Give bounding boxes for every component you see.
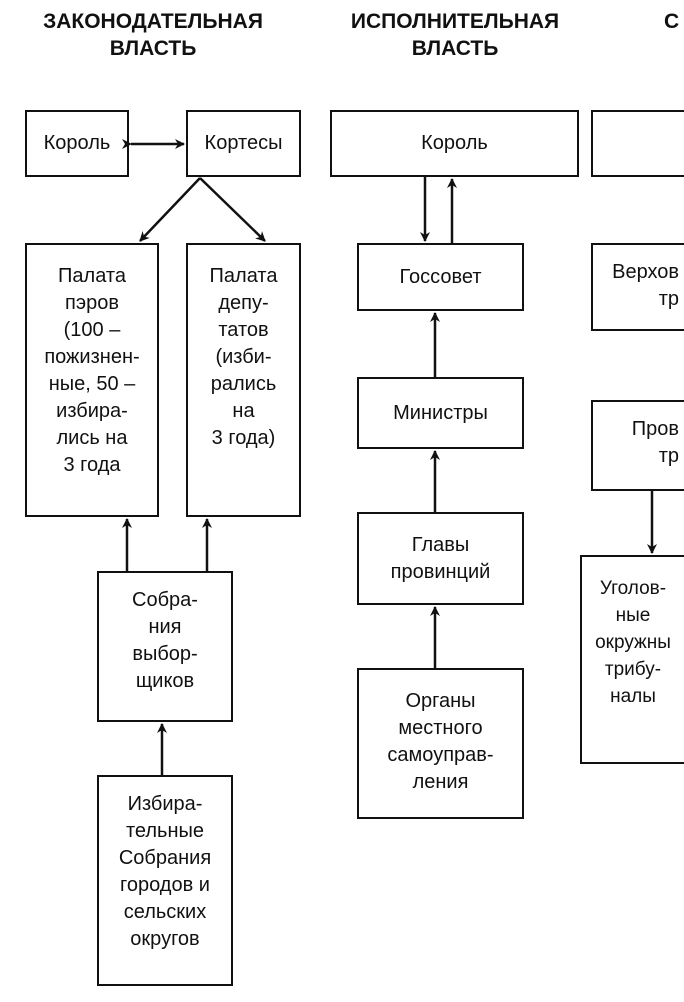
box-electoral-assemblies: Избира- тельные Собрания городов и сельс… — [97, 775, 233, 986]
box-local-government: Органы местного самоуправ- ления — [357, 668, 524, 819]
box-state-council: Госсовет — [357, 243, 524, 311]
header-judicial: С — [664, 10, 680, 33]
box-chamber-of-deputies: Палата депу- татов (изби- рались на 3 го… — [186, 243, 301, 517]
box-judicial-top — [591, 110, 684, 177]
box-king-legislative: Король — [25, 110, 129, 177]
arrow-cortes-deputies — [199, 177, 266, 242]
header-legislative: ЗАКОНОДАТЕЛЬНАЯ ВЛАСТЬ — [43, 10, 263, 60]
box-electors: Собра- ния выбор- щиков — [97, 571, 233, 722]
box-provincial-heads: Главы провинций — [357, 512, 524, 605]
box-criminal-tribunals: Уголов- ные окружны трибу- налы — [580, 555, 684, 764]
header-executive: ИСПОЛНИТЕЛЬНАЯ ВЛАСТЬ — [350, 10, 560, 60]
provincial-tribunal-label: Пров тр — [631, 418, 679, 467]
box-provincial-tribunal: Пров тр — [591, 400, 684, 491]
supreme-tribunal-label: Верхов тр — [612, 261, 679, 310]
box-king-executive: Король — [330, 110, 579, 177]
box-cortes: Кортесы — [186, 110, 301, 177]
box-supreme-tribunal: Верхов тр — [591, 243, 684, 331]
box-chamber-of-peers: Палата пэров (100 – пожизнен- ные, 50 – … — [25, 243, 159, 517]
box-ministers: Министры — [357, 377, 524, 449]
arrow-cortes-peers — [139, 177, 201, 242]
